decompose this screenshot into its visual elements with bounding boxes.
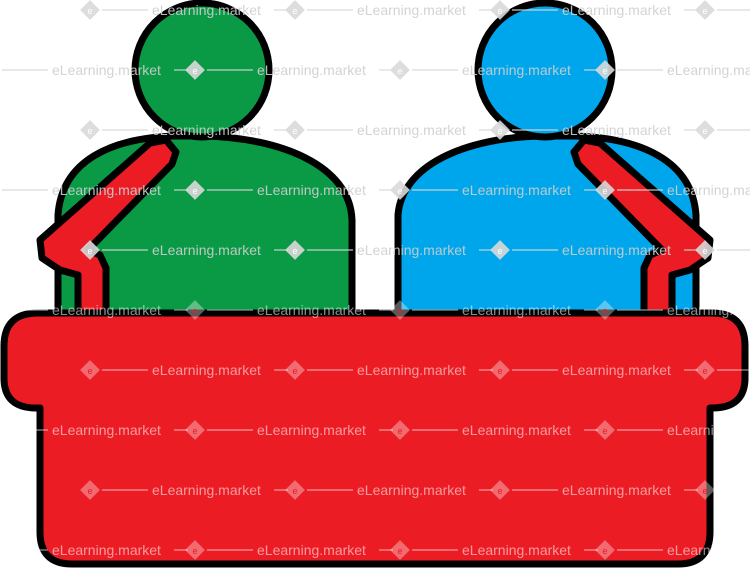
left-person-head <box>131 0 273 141</box>
basket-body <box>0 309 749 568</box>
basket-handle-left <box>36 136 180 324</box>
right-person-head <box>474 0 616 141</box>
